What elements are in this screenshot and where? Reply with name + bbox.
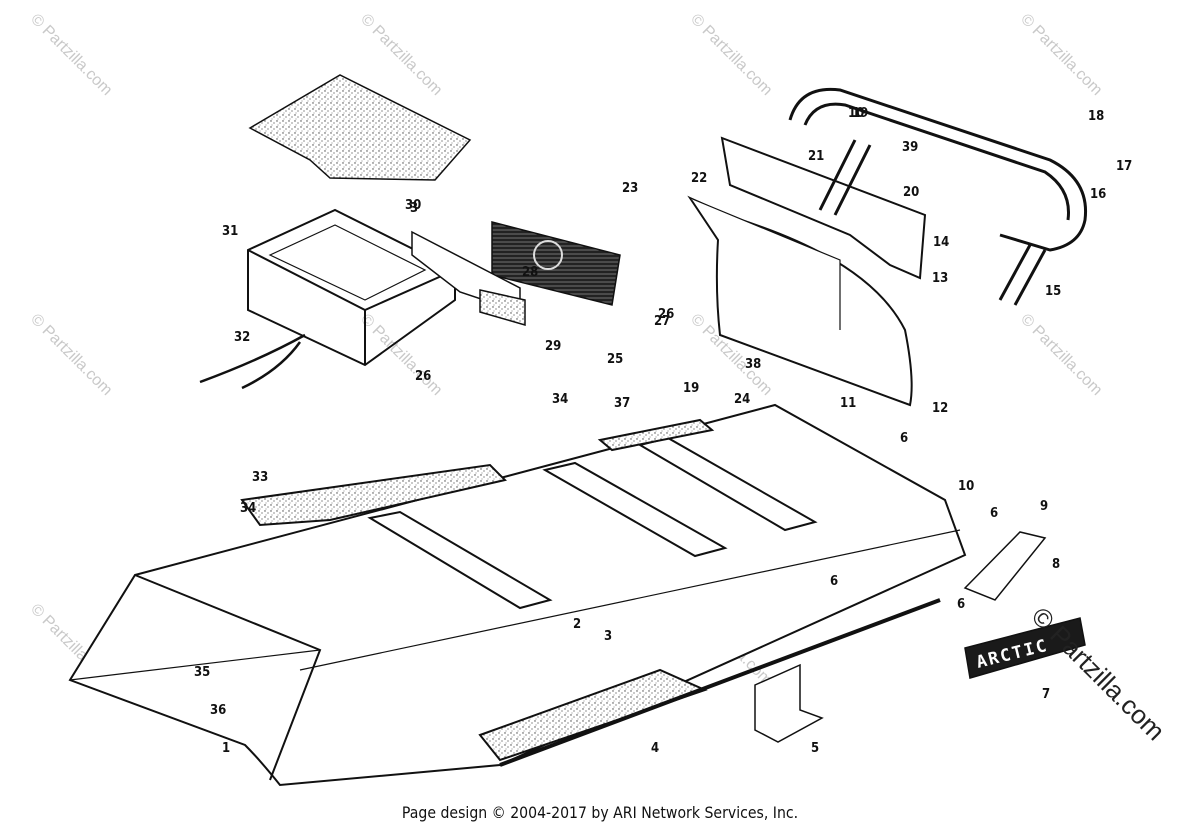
callout-label: 10: [848, 106, 864, 121]
watermark-text: © Partzilla.com: [357, 11, 445, 99]
callout-label: 32: [234, 330, 250, 345]
callout-label: 13: [932, 271, 948, 286]
callout-label: 30: [405, 198, 421, 213]
part-top-mat: [248, 74, 472, 181]
callout-label: 39: [902, 140, 918, 155]
callout-label: 34: [552, 392, 568, 407]
watermark-text: © Partzilla.com: [1017, 311, 1105, 399]
callout-label: 11: [840, 396, 856, 411]
callout-label: 18: [1088, 109, 1104, 124]
part-bracket: [754, 663, 824, 743]
part-grille: [491, 221, 621, 306]
callout-label: 1: [222, 741, 230, 756]
callout-label: 3: [604, 629, 612, 644]
part-side-rail: [720, 136, 927, 280]
callout-label: 12: [932, 401, 948, 416]
callout-label: 5: [811, 741, 819, 756]
callout-label: 15: [1045, 284, 1061, 299]
callout-label: 9: [1040, 499, 1048, 514]
callout-label: 6: [990, 506, 998, 521]
watermark-text: © Partzilla.com: [357, 311, 445, 399]
callout-label: 27: [654, 314, 670, 329]
callout-label: 31: [222, 224, 238, 239]
part-tunnel: [68, 403, 967, 787]
part-rear-bumper: [788, 87, 1088, 306]
watermark-text: © Partzilla.com: [27, 11, 115, 99]
callout-label: 17: [1116, 159, 1132, 174]
callout-label: 19: [852, 106, 868, 121]
callout-label: 6: [900, 431, 908, 446]
page-footer: Page design © 2004-2017 by ARI Network S…: [401, 803, 799, 822]
callout-label: 24: [734, 392, 750, 407]
callout-label: 6: [957, 597, 965, 612]
callout-label: 35: [194, 665, 210, 680]
callout-label: 7: [1042, 687, 1050, 702]
callout-label: 6: [830, 574, 838, 589]
watermark-text: © Partzilla.com: [687, 11, 775, 99]
callout-label: 3: [410, 201, 418, 216]
watermark-large: © Partzilla.com: [1026, 601, 1171, 746]
callout-label: 29: [545, 339, 561, 354]
callout-label: 20: [903, 185, 919, 200]
callout-label: 21: [808, 149, 824, 164]
callout-label: 37: [614, 396, 630, 411]
callout-label: 16: [1090, 187, 1106, 202]
watermark-text: © Partzilla.com: [27, 311, 115, 399]
callout-label: 34: [240, 501, 256, 516]
callout-label: 36: [210, 703, 226, 718]
callout-label: 4: [651, 741, 659, 756]
part-rear-panel: [687, 195, 913, 407]
part-storage-box: [247, 208, 456, 367]
watermark-text: © Partzilla.com: [1017, 11, 1105, 99]
callout-label: 2: [573, 617, 581, 632]
callout-label: 22: [691, 171, 707, 186]
callout-label: 8: [1052, 557, 1060, 572]
callout-label: 23: [622, 181, 638, 196]
part-brace: [963, 531, 1047, 601]
part-hinge: [411, 230, 526, 326]
callout-label: 14: [933, 235, 949, 250]
callout-label: 33: [252, 470, 268, 485]
callout-label: 38: [745, 357, 761, 372]
callout-label: 10: [958, 479, 974, 494]
callout-label: 28: [522, 265, 538, 280]
callout-label: 19: [683, 381, 699, 396]
part-cables: [199, 333, 306, 390]
callout-label: 26: [415, 369, 431, 384]
callout-label: 26: [658, 307, 674, 322]
callout-label: 25: [607, 352, 623, 367]
